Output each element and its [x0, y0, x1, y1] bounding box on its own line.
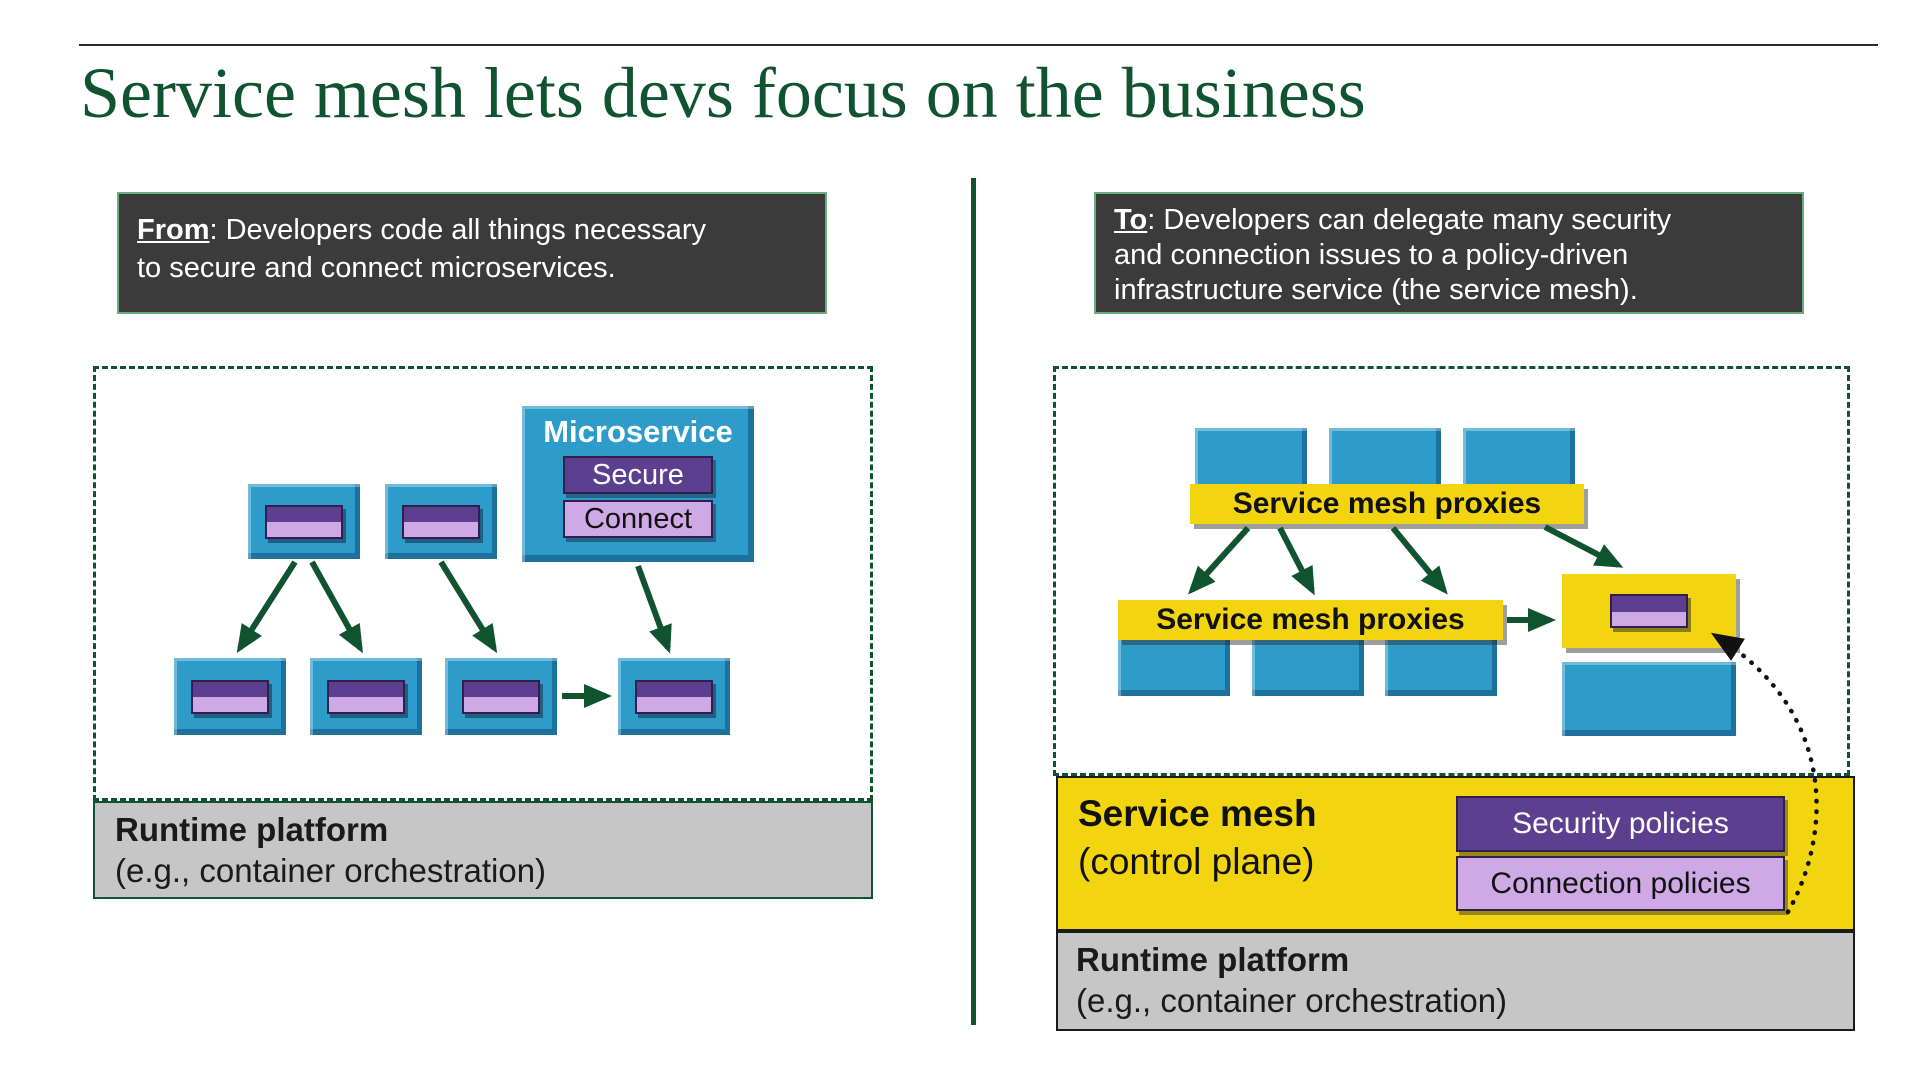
runtime-platform-right: Runtime platform (e.g., container orches… — [1056, 931, 1855, 1031]
page-title: Service mesh lets devs focus on the busi… — [80, 53, 1366, 133]
service-bar-bottom — [193, 697, 267, 712]
service-bar — [462, 679, 540, 714]
service-bar — [635, 679, 713, 714]
to-callout-line2: and connection issues to a policy-driven — [1114, 238, 1629, 271]
control-plane-title: Service mesh — [1078, 793, 1317, 834]
column-divider — [971, 178, 976, 1025]
service-bar-top — [464, 681, 538, 698]
secure-bar: Secure — [563, 456, 713, 494]
service-box — [174, 658, 286, 735]
security-policies-box: Security policies — [1456, 796, 1785, 852]
service-box — [618, 658, 730, 735]
control-plane-subtitle: (control plane) — [1078, 841, 1315, 883]
service-bar — [402, 504, 480, 539]
service-bar-bottom — [404, 522, 478, 537]
service-box — [248, 484, 360, 559]
from-callout-line2: to secure and connect microservices. — [137, 252, 616, 285]
to-callout-lead: To — [1114, 204, 1148, 236]
service-box — [445, 658, 557, 735]
service-bar-top — [193, 681, 267, 698]
service-bar-top — [637, 681, 711, 698]
proxies-band-top: Service mesh proxies — [1190, 484, 1584, 524]
service-box — [385, 484, 497, 559]
microservice-box: Microservice Secure Connect — [522, 406, 754, 562]
policy-bar-bottom — [1612, 611, 1686, 626]
connect-bar: Connect — [563, 500, 713, 538]
policy-bar — [1610, 594, 1688, 628]
runtime-platform-subtitle: (e.g., container orchestration) — [1076, 982, 1508, 1020]
service-bar-top — [329, 681, 403, 698]
service-bar-top — [404, 506, 478, 523]
service-bar-bottom — [637, 697, 711, 712]
to-callout-line1: : Developers can delegate many security — [1147, 204, 1672, 236]
service-box — [310, 658, 422, 735]
service-bar-top — [267, 506, 341, 523]
to-diagram-frame — [1053, 366, 1850, 776]
service-bar — [191, 679, 269, 714]
service-bar — [265, 504, 343, 539]
runtime-platform-title: Runtime platform — [115, 811, 389, 848]
service-bar-bottom — [329, 697, 403, 712]
runtime-platform-left: Runtime platform (e.g., container orches… — [93, 801, 873, 899]
from-callout-line1: : Developers code all things necessary — [209, 214, 706, 246]
connection-policies-box: Connection policies — [1456, 856, 1785, 911]
from-callout: From: Developers code all things necessa… — [117, 192, 827, 314]
runtime-platform-subtitle: (e.g., container orchestration) — [115, 852, 547, 890]
from-diagram-frame — [93, 366, 873, 801]
to-callout: To: Developers can delegate many securit… — [1094, 192, 1804, 314]
runtime-platform-title: Runtime platform — [1076, 941, 1350, 978]
to-callout-line3: infrastructure service (the service mesh… — [1114, 273, 1638, 306]
service-bar — [327, 679, 405, 714]
service-box — [1562, 662, 1736, 736]
microservice-label: Microservice — [543, 414, 733, 449]
proxy-sidecar-box — [1562, 574, 1736, 648]
policy-bar-top — [1612, 596, 1686, 612]
from-callout-lead: From — [137, 214, 210, 246]
top-rule — [79, 44, 1878, 46]
service-bar-bottom — [267, 522, 341, 537]
service-bar-bottom — [464, 697, 538, 712]
proxies-band-mid: Service mesh proxies — [1118, 600, 1503, 640]
